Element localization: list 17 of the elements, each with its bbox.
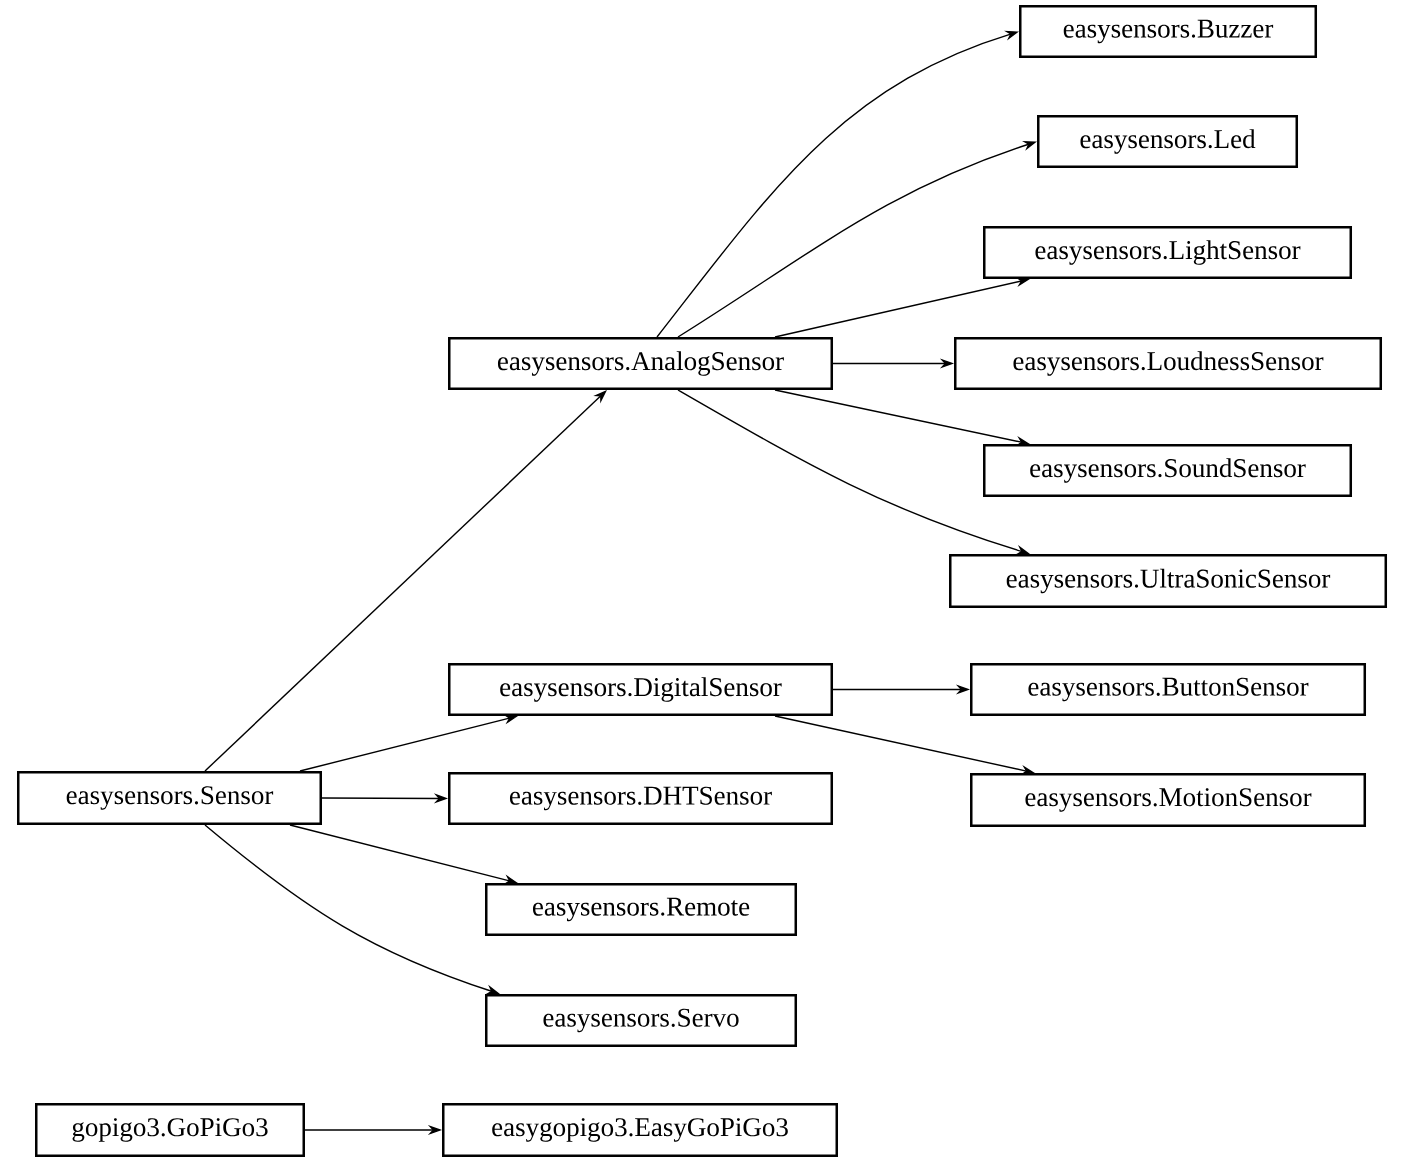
class-box: easysensors.DHTSensor bbox=[448, 772, 833, 825]
class-box: easysensors.Servo bbox=[485, 994, 797, 1047]
class-box: easysensors.MotionSensor bbox=[970, 773, 1366, 827]
class-box: easysensors.Sensor bbox=[17, 771, 322, 825]
class-box: easysensors.Remote bbox=[485, 883, 797, 936]
class-box: easygopigo3.EasyGoPiGo3 bbox=[442, 1103, 838, 1157]
class-box: easysensors.SoundSensor bbox=[983, 444, 1352, 497]
class-box: gopigo3.GoPiGo3 bbox=[35, 1103, 305, 1157]
class-box: easysensors.Led bbox=[1037, 115, 1298, 168]
class-box: easysensors.LightSensor bbox=[983, 226, 1352, 279]
class-box: easysensors.AnalogSensor bbox=[448, 337, 833, 390]
class-box: easysensors.LoudnessSensor bbox=[954, 337, 1382, 390]
arrow bbox=[204, 390, 607, 772]
class-box: easysensors.DigitalSensor bbox=[448, 663, 833, 716]
class-box: easysensors.Buzzer bbox=[1019, 5, 1317, 58]
class-box: easysensors.UltraSonicSensor bbox=[949, 554, 1387, 608]
class-box: easysensors.ButtonSensor bbox=[970, 663, 1366, 716]
